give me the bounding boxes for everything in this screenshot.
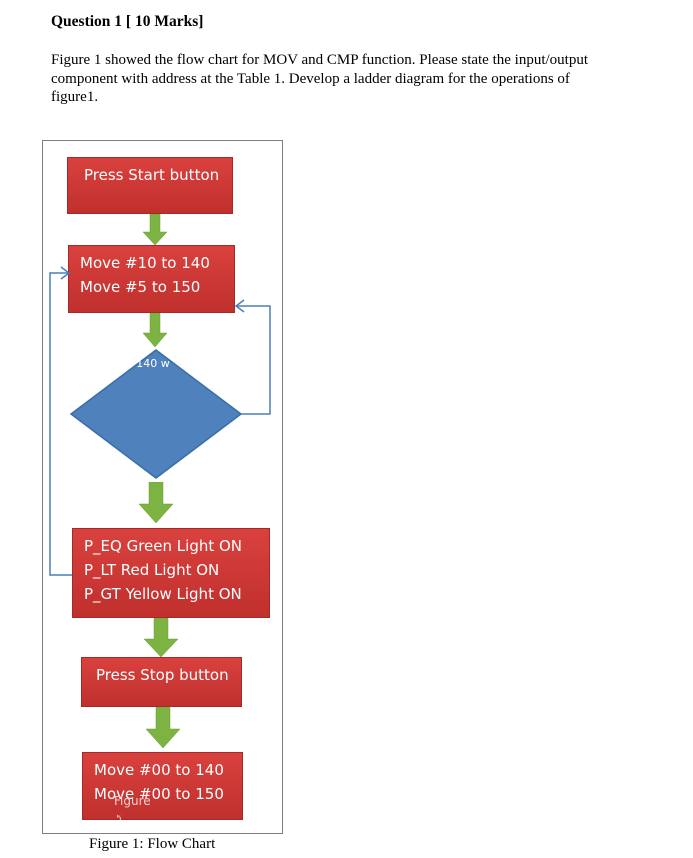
output-box: P_EQ Green Light ON P_LT Red Light ON P_…	[72, 528, 270, 618]
overlap-fragment: 5	[116, 815, 122, 820]
decision-diamond	[69, 349, 243, 479]
question-text: Figure 1 showed the flow chart for MOV a…	[51, 52, 589, 105]
move-line-1: Move #10 to 140	[80, 254, 210, 272]
reset-line-1: Move #00 to 140	[94, 761, 224, 779]
question-title: Question 1 [ 10 Marks]	[51, 13, 204, 30]
stop-box: Press Stop button	[81, 657, 242, 707]
decision-return-connector	[236, 305, 271, 415]
start-label: Press Start button	[84, 166, 220, 184]
move-line-2: Move #5 to 150	[80, 278, 201, 296]
output-line-lt: P_LT Red Light ON	[84, 561, 220, 579]
arrowhead-left-icon	[234, 299, 245, 313]
reset-box: Move #00 to 140 Move #00 to 150	[82, 752, 243, 820]
arrow-down-icon	[145, 707, 181, 749]
arrow-down-icon	[143, 618, 179, 658]
output-line-gt: P_GT Yellow Light ON	[84, 585, 242, 603]
output-line-eq: P_EQ Green Light ON	[84, 537, 243, 555]
arrow-down-icon	[142, 214, 168, 246]
loop-back-connector	[49, 272, 72, 576]
arrow-down-icon	[142, 313, 168, 348]
arrowhead-right-icon	[60, 266, 71, 280]
reset-line-2: Move #00 to 150	[94, 785, 224, 803]
decision-label: e 140 w	[126, 357, 170, 370]
move-box: Move #10 to 140 Move #5 to 150	[68, 245, 235, 313]
arrow-down-icon	[138, 482, 174, 524]
start-box: Press Start button	[67, 157, 233, 214]
figure-caption: Figure 1: Flow Chart	[89, 836, 216, 852]
overlap-label: Figure	[114, 794, 151, 808]
stop-label: Press Stop button	[96, 666, 229, 684]
